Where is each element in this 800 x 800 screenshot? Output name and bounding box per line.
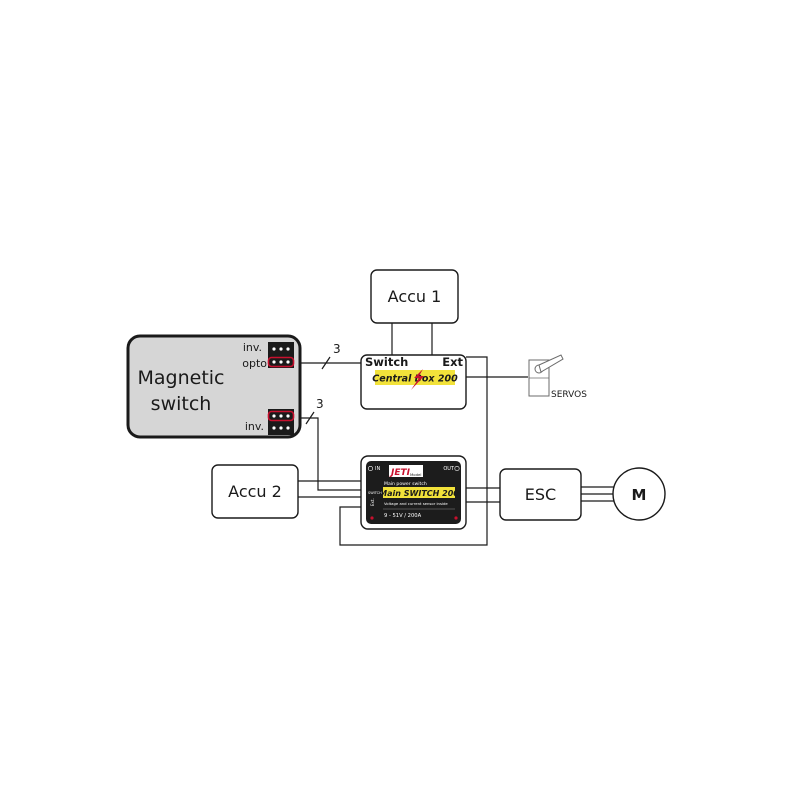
accu1-label: Accu 1 <box>388 287 442 306</box>
central-product-label: Central Box 200 <box>372 374 458 385</box>
main-side-label: SWITCH <box>368 491 382 495</box>
accu2-block: Accu 2 <box>211 464 299 519</box>
servo-icon <box>528 354 564 397</box>
wire-ext-loop <box>339 356 488 546</box>
main-screw-left <box>370 516 374 520</box>
main-switch-block: IN OUT JETI Model Main power switch Main… <box>360 455 467 530</box>
main-sensor-note: Voltage and current sensor inside <box>384 501 448 506</box>
main-out-label: OUT <box>443 466 455 472</box>
wires <box>298 322 615 546</box>
central-box-block: Switch Ext Central Box 200 <box>360 354 467 410</box>
magnetic-switch-title-line1: Magnetic <box>137 367 224 389</box>
servos-label: SERVOS <box>551 390 587 400</box>
main-product-label-bg <box>383 487 455 498</box>
wire-count-mark-bottom <box>305 411 315 425</box>
pin-label-inv-bottom: inv. <box>245 420 264 433</box>
wire-count-bottom: 3 <box>316 397 324 411</box>
main-in-label: IN <box>375 466 380 472</box>
motor-icon <box>612 467 666 521</box>
magnetic-switch-block: Magnetic switch inv. opto inv. <box>126 334 302 439</box>
main-subtitle: Main power switch <box>384 481 427 487</box>
jeti-logo: JETI <box>389 468 411 478</box>
main-rating: 9 - 51V / 200A <box>384 513 422 519</box>
magnetic-switch-title-line2: switch <box>151 393 212 415</box>
main-out-icon <box>454 465 460 471</box>
motor-label: M <box>632 486 647 504</box>
accu2-label: Accu 2 <box>228 482 282 501</box>
accu1-box <box>370 269 459 324</box>
wire-inv-main <box>300 417 362 491</box>
accu1-block: Accu 1 <box>370 269 459 324</box>
magnetic-switch-box <box>126 334 302 439</box>
wire-count-mark-top <box>321 356 331 370</box>
servos-block: SERVOS <box>528 354 587 400</box>
main-screw-right <box>454 516 458 520</box>
esc-box <box>499 468 582 521</box>
esc-label: ESC <box>525 485 556 504</box>
main-ext-label: Ext. <box>370 498 375 506</box>
connector-top <box>267 342 295 368</box>
accu2-box <box>211 464 299 519</box>
connector-bottom <box>267 409 295 435</box>
jeti-logo-bg <box>389 465 423 477</box>
central-port-ext: Ext <box>442 355 463 369</box>
connector-top-highlight <box>267 356 295 368</box>
motor-block: M <box>612 467 666 521</box>
main-in-icon <box>367 465 373 471</box>
main-product-label: Main SWITCH 200 <box>379 489 459 498</box>
jeti-logo-sub: Model <box>410 472 421 477</box>
pin-label-inv-top: inv. <box>243 341 262 354</box>
connector-bottom-highlight <box>267 410 295 422</box>
pin-label-opto: opto <box>242 357 267 370</box>
central-port-switch: Switch <box>365 355 408 369</box>
wire-count-top: 3 <box>333 342 341 356</box>
esc-block: ESC <box>499 468 582 521</box>
